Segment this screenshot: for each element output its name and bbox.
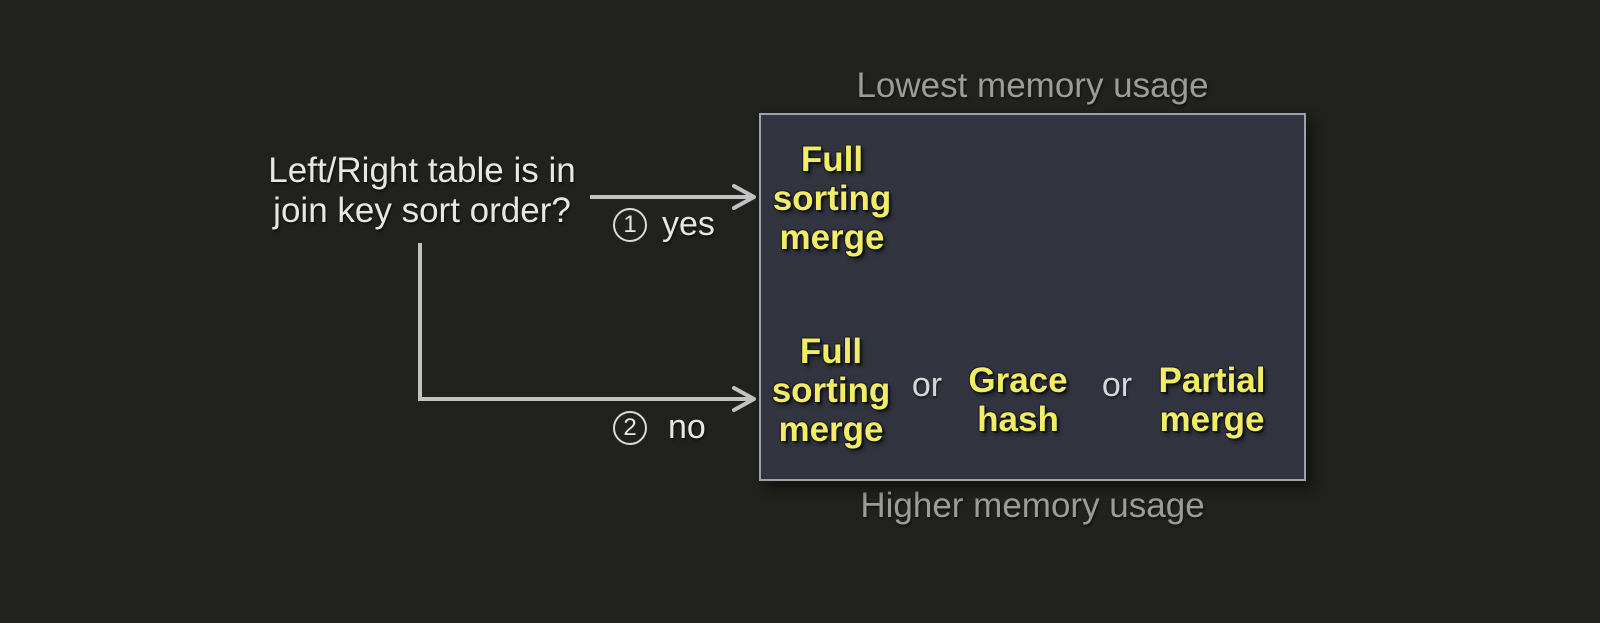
algorithm-full-sorting-merge-unsorted: Full sorting merge [771,332,891,449]
question-line-1: Left/Right table is in [268,151,576,190]
question-line-2: join key sort order? [273,191,571,230]
yes-label: yes [662,205,715,243]
join-algorithms-box: Full sorting merge Full sorting merge or… [759,113,1306,481]
branch-no-label: 2 no [613,408,706,447]
no-label: no [668,408,706,446]
yes-arrow [590,184,756,210]
algorithm-grace-hash: Grace hash [968,361,1068,439]
branch-yes-label: 1 yes [613,205,715,244]
higher-memory-label: Higher memory usage [860,486,1205,525]
or-separator-2: or [1101,366,1133,404]
algorithm-full-sorting-merge-sorted: Full sorting merge [772,140,892,257]
no-arrowhead-icon [732,386,756,412]
or-separator-1: or [911,366,943,404]
question-text: Left/Right table is in join key sort ord… [241,151,603,231]
algorithm-partial-merge: Partial merge [1158,361,1266,439]
circled-1-icon: 1 [613,207,647,242]
lowest-memory-label: Lowest memory usage [856,66,1209,105]
no-arrow [418,243,756,412]
yes-arrowhead-icon [732,184,756,210]
circled-2-icon: 2 [613,410,647,445]
